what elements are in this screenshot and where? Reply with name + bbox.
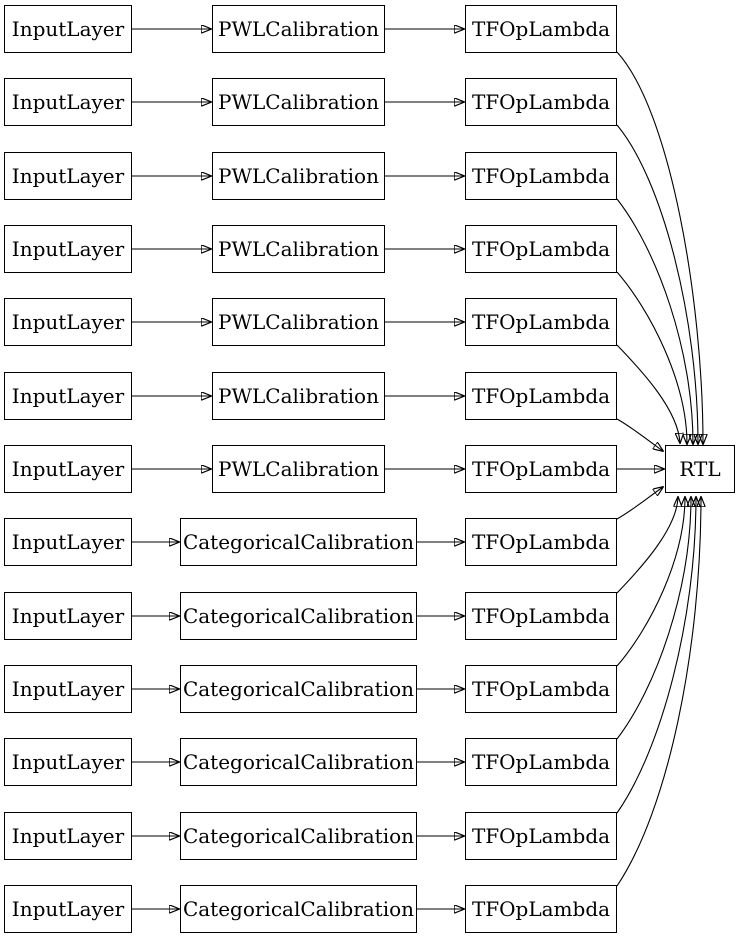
node-input-layer: InputLayer bbox=[4, 372, 132, 420]
edge-lambda-rtl-row-6 bbox=[616, 418, 663, 451]
node-input-layer: InputLayer bbox=[4, 225, 132, 273]
node-input-layer: InputLayer bbox=[4, 665, 132, 713]
node-categorical-calibration: CategoricalCalibration bbox=[180, 738, 417, 786]
node-label: TFOpLambda bbox=[471, 384, 611, 408]
node-tfop-lambda: TFOpLambda bbox=[465, 78, 617, 126]
edge-lambda-rtl-row-3 bbox=[616, 198, 693, 444]
node-label: PWLCalibration bbox=[218, 90, 379, 114]
node-label: TFOpLambda bbox=[471, 237, 611, 261]
node-label: CategoricalCalibration bbox=[182, 824, 415, 848]
node-label: InputLayer bbox=[11, 824, 125, 848]
node-pwl-calibration: PWLCalibration bbox=[212, 152, 385, 200]
node-label: CategoricalCalibration bbox=[182, 530, 415, 554]
node-tfop-lambda: TFOpLambda bbox=[465, 225, 617, 273]
node-tfop-lambda: TFOpLambda bbox=[465, 812, 617, 860]
node-tfop-lambda: TFOpLambda bbox=[465, 518, 617, 566]
node-input-layer: InputLayer bbox=[4, 78, 132, 126]
node-label: InputLayer bbox=[11, 677, 125, 701]
node-label: CategoricalCalibration bbox=[182, 897, 415, 921]
node-pwl-calibration: PWLCalibration bbox=[212, 372, 385, 420]
node-label: PWLCalibration bbox=[218, 17, 379, 41]
node-label: InputLayer bbox=[11, 897, 125, 921]
edge-lambda-rtl-row-9 bbox=[616, 497, 678, 594]
node-input-layer: InputLayer bbox=[4, 592, 132, 640]
node-label: TFOpLambda bbox=[471, 17, 611, 41]
edge-lambda-rtl-row-1 bbox=[616, 51, 703, 444]
node-categorical-calibration: CategoricalCalibration bbox=[180, 812, 417, 860]
node-label: CategoricalCalibration bbox=[182, 604, 415, 628]
node-categorical-calibration: CategoricalCalibration bbox=[180, 665, 417, 713]
node-label: PWLCalibration bbox=[218, 164, 379, 188]
node-tfop-lambda: TFOpLambda bbox=[465, 885, 617, 933]
node-label: InputLayer bbox=[11, 604, 125, 628]
node-label: TFOpLambda bbox=[471, 457, 611, 481]
node-label: InputLayer bbox=[11, 310, 125, 334]
node-label: TFOpLambda bbox=[471, 164, 611, 188]
edge-lambda-rtl-row-11 bbox=[616, 497, 691, 740]
node-tfop-lambda: TFOpLambda bbox=[465, 5, 617, 53]
node-label: PWLCalibration bbox=[218, 237, 379, 261]
node-tfop-lambda: TFOpLambda bbox=[465, 372, 617, 420]
node-input-layer: InputLayer bbox=[4, 298, 132, 346]
node-label: TFOpLambda bbox=[471, 677, 611, 701]
node-input-layer: InputLayer bbox=[4, 738, 132, 786]
edge-lambda-rtl-row-12 bbox=[616, 497, 696, 814]
node-label: CategoricalCalibration bbox=[182, 750, 415, 774]
node-categorical-calibration: CategoricalCalibration bbox=[180, 518, 417, 566]
node-tfop-lambda: TFOpLambda bbox=[465, 665, 617, 713]
node-pwl-calibration: PWLCalibration bbox=[212, 5, 385, 53]
node-input-layer: InputLayer bbox=[4, 885, 132, 933]
edge-lambda-rtl-row-13 bbox=[616, 497, 701, 887]
node-tfop-lambda: TFOpLambda bbox=[465, 592, 617, 640]
node-pwl-calibration: PWLCalibration bbox=[212, 225, 385, 273]
node-label: InputLayer bbox=[11, 384, 125, 408]
node-pwl-calibration: PWLCalibration bbox=[212, 298, 385, 346]
node-label: InputLayer bbox=[11, 17, 125, 41]
node-label: TFOpLambda bbox=[471, 310, 611, 334]
node-pwl-calibration: PWLCalibration bbox=[212, 445, 385, 493]
edge-lambda-rtl-row-2 bbox=[616, 124, 698, 444]
edge-lambda-rtl-row-10 bbox=[616, 497, 685, 667]
node-rtl: RTL bbox=[665, 445, 735, 493]
node-label: TFOpLambda bbox=[471, 90, 611, 114]
node-input-layer: InputLayer bbox=[4, 152, 132, 200]
node-label: TFOpLambda bbox=[471, 824, 611, 848]
node-categorical-calibration: CategoricalCalibration bbox=[180, 592, 417, 640]
node-label: InputLayer bbox=[11, 530, 125, 554]
node-tfop-lambda: TFOpLambda bbox=[465, 738, 617, 786]
node-label: InputLayer bbox=[11, 457, 125, 481]
node-label: TFOpLambda bbox=[471, 530, 611, 554]
node-label: PWLCalibration bbox=[218, 384, 379, 408]
node-input-layer: InputLayer bbox=[4, 518, 132, 566]
node-label: TFOpLambda bbox=[471, 897, 611, 921]
node-label: InputLayer bbox=[11, 90, 125, 114]
edge-lambda-rtl-row-4 bbox=[616, 271, 687, 444]
node-label: InputLayer bbox=[11, 237, 125, 261]
node-input-layer: InputLayer bbox=[4, 445, 132, 493]
node-pwl-calibration: PWLCalibration bbox=[212, 78, 385, 126]
node-label: PWLCalibration bbox=[218, 457, 379, 481]
edge-lambda-rtl-row-5 bbox=[616, 344, 680, 443]
node-input-layer: InputLayer bbox=[4, 812, 132, 860]
node-label: TFOpLambda bbox=[471, 604, 611, 628]
node-label: RTL bbox=[679, 457, 721, 481]
node-tfop-lambda: TFOpLambda bbox=[465, 298, 617, 346]
node-label: InputLayer bbox=[11, 164, 125, 188]
node-label: CategoricalCalibration bbox=[182, 677, 415, 701]
node-tfop-lambda: TFOpLambda bbox=[465, 445, 617, 493]
node-tfop-lambda: TFOpLambda bbox=[465, 152, 617, 200]
node-label: PWLCalibration bbox=[218, 310, 379, 334]
edge-lambda-rtl-row-8 bbox=[616, 487, 663, 520]
node-label: TFOpLambda bbox=[471, 750, 611, 774]
node-label: InputLayer bbox=[11, 750, 125, 774]
node-input-layer: InputLayer bbox=[4, 5, 132, 53]
node-categorical-calibration: CategoricalCalibration bbox=[180, 885, 417, 933]
